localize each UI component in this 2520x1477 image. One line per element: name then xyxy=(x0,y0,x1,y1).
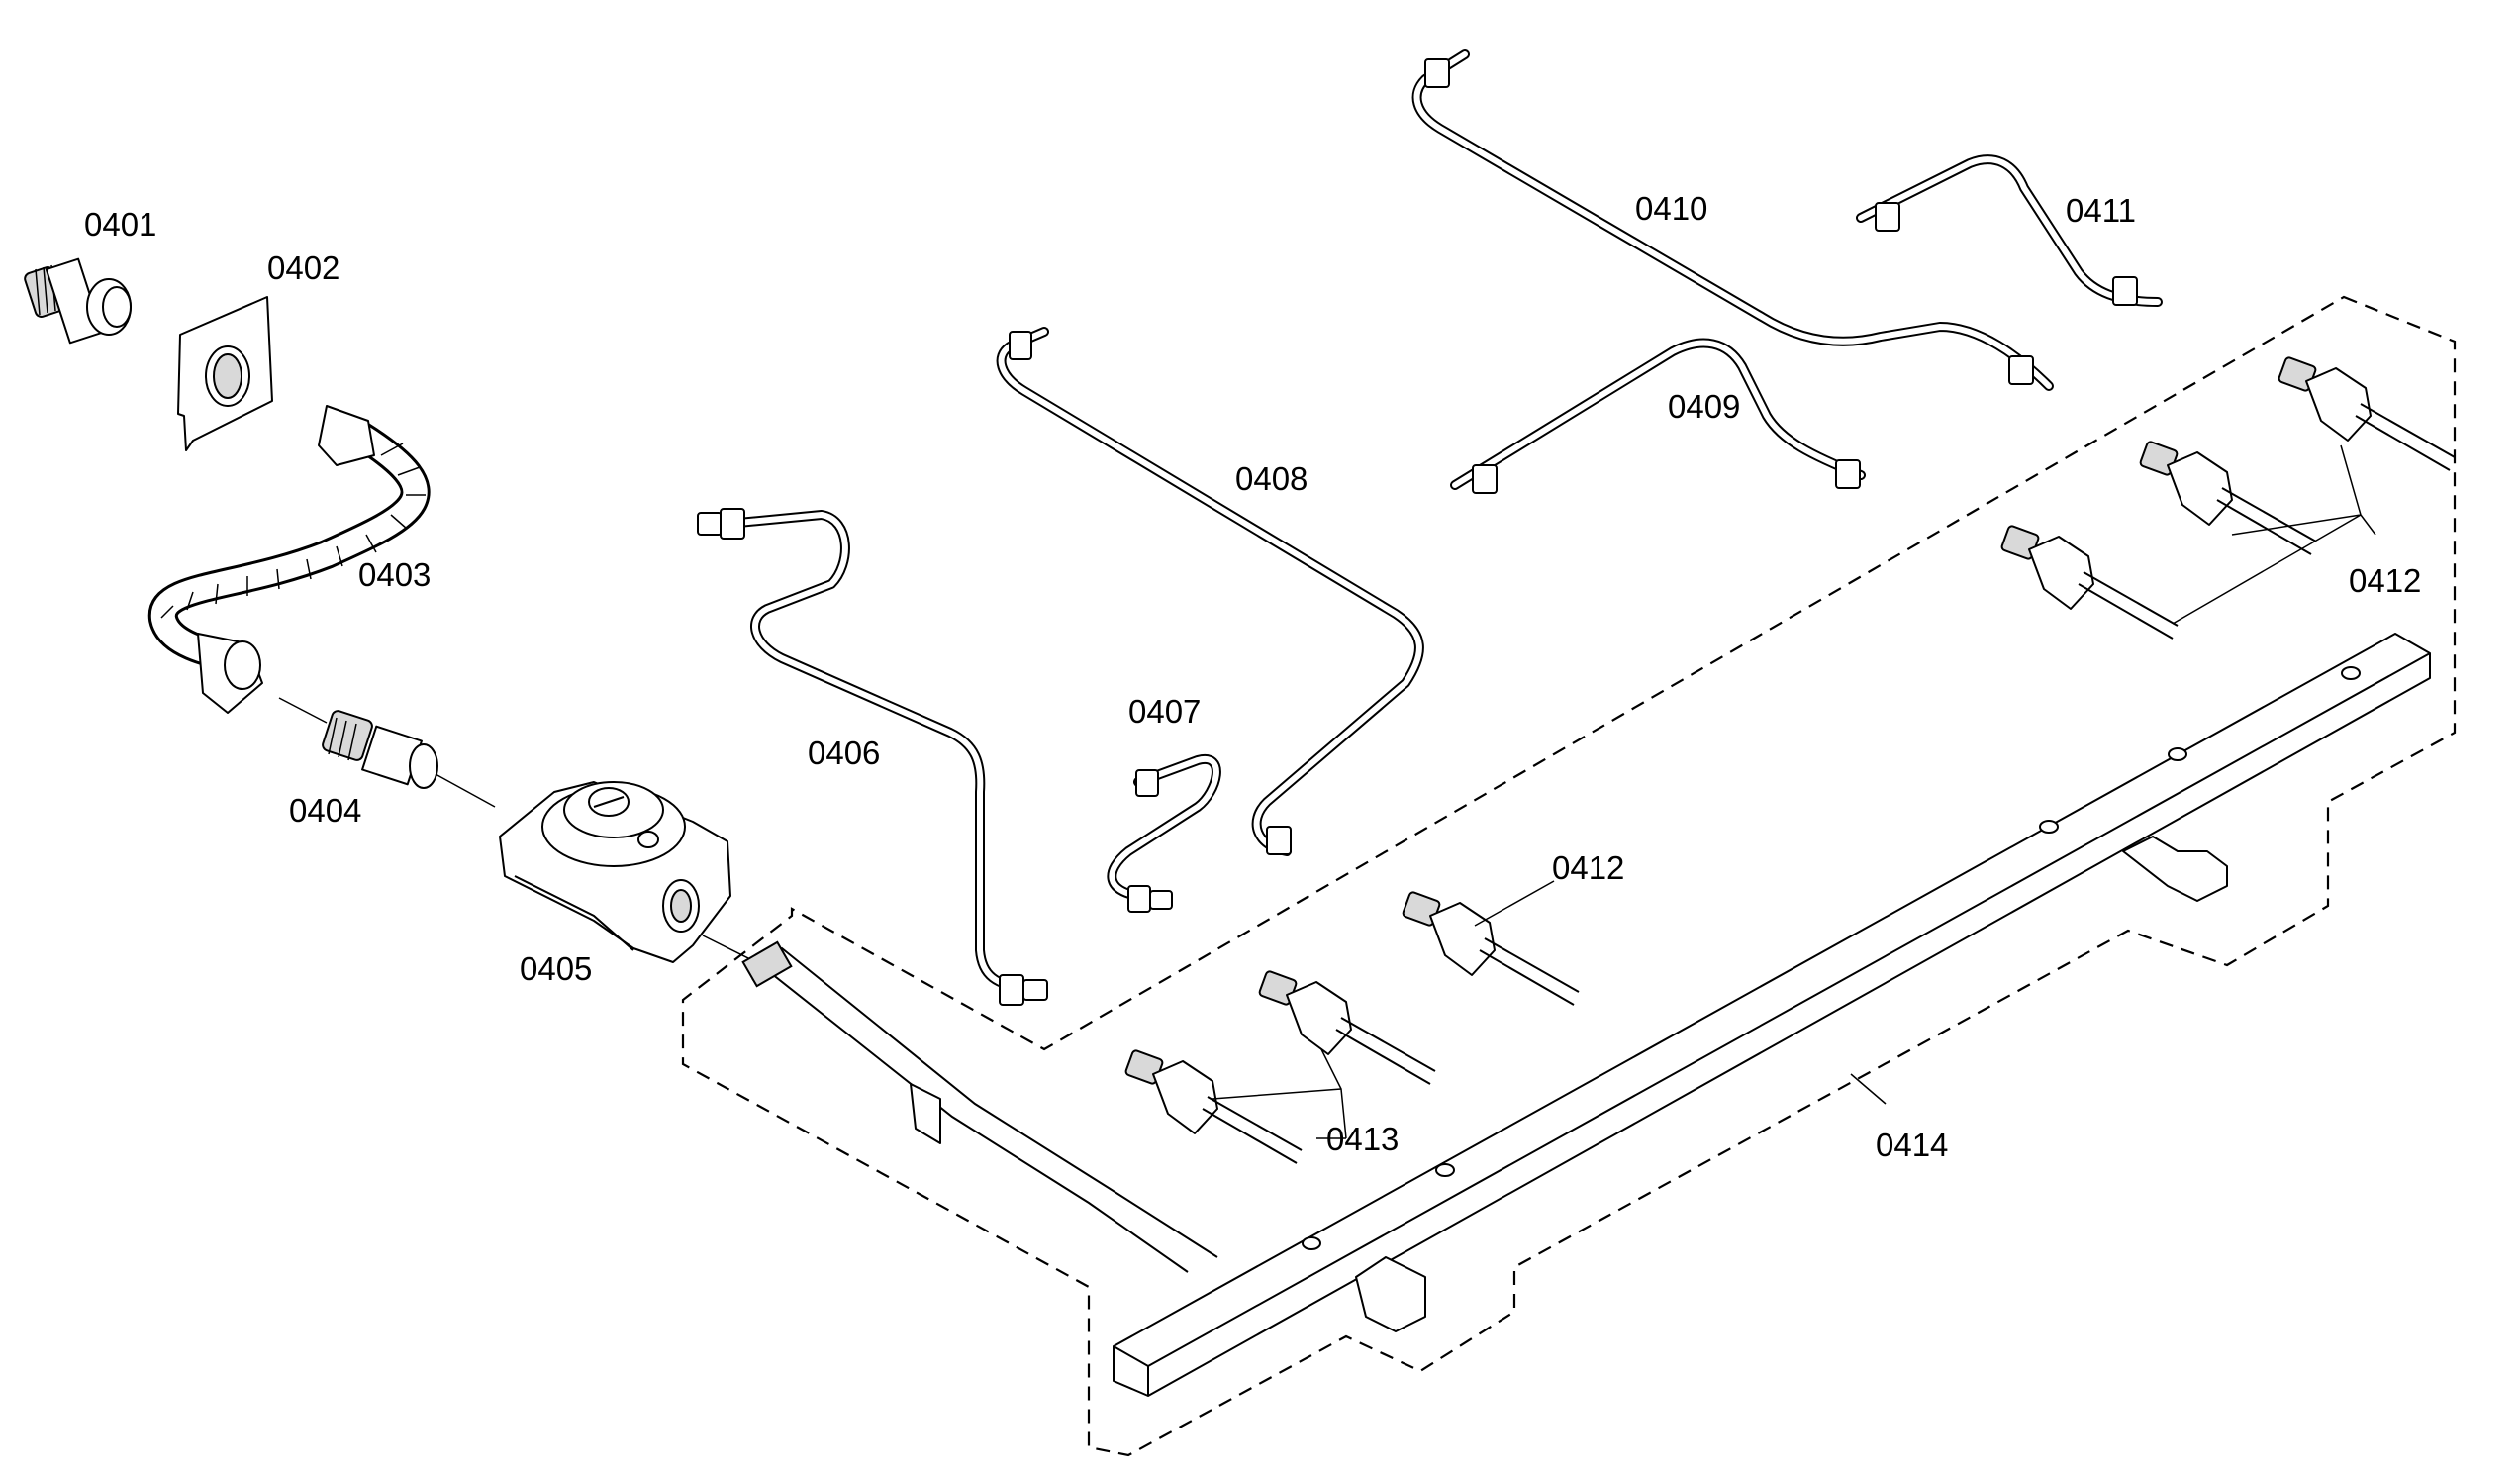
part-0407-tube xyxy=(1107,754,1221,913)
part-0405-regulator xyxy=(499,781,763,966)
part-0412-injector-middle xyxy=(1402,880,1580,1006)
label-0413: 0413 xyxy=(1326,1121,1399,1157)
leader-lines xyxy=(1850,1073,1887,1105)
label-0412-middle: 0412 xyxy=(1552,849,1624,886)
label-0406: 0406 xyxy=(808,735,880,771)
injector-5 xyxy=(1124,1049,1303,1164)
label-0404: 0404 xyxy=(289,792,361,829)
part-0412-injectors-upper xyxy=(2000,356,2456,640)
label-0414: 0414 xyxy=(1876,1127,1948,1163)
label-0405: 0405 xyxy=(520,950,592,987)
part-0408-tube xyxy=(996,327,1424,856)
injector-3 xyxy=(2000,525,2179,640)
label-0403: 0403 xyxy=(358,556,431,593)
part-0406-tube xyxy=(697,508,1048,1006)
label-0410: 0410 xyxy=(1635,190,1707,227)
label-0409: 0409 xyxy=(1668,388,1740,425)
part-0401-fitting xyxy=(24,257,132,345)
label-0407: 0407 xyxy=(1128,693,1201,730)
part-0414-manifold xyxy=(741,633,2431,1397)
group-boundary-0414 xyxy=(681,295,2457,1457)
part-labels: 0401 0402 0403 0404 0405 0406 0407 0408 … xyxy=(84,190,2421,1163)
label-0401: 0401 xyxy=(84,206,156,243)
part-0404-adapter xyxy=(278,697,496,808)
part-0409-tube xyxy=(1450,338,1866,494)
injector-2 xyxy=(2139,441,2317,555)
label-0402: 0402 xyxy=(267,249,339,286)
label-0408: 0408 xyxy=(1235,460,1308,497)
label-0411: 0411 xyxy=(2066,192,2136,229)
injector-4 xyxy=(1258,970,1436,1085)
label-0412-upper: 0412 xyxy=(2349,562,2421,599)
part-0403-flex-hose xyxy=(147,405,431,714)
part-0413-injectors xyxy=(1124,970,1436,1164)
part-0410-tube xyxy=(1411,49,2054,391)
part-0411-tube xyxy=(1856,154,2163,307)
part-0402-plate xyxy=(177,296,273,451)
injector-1 xyxy=(2278,356,2456,471)
